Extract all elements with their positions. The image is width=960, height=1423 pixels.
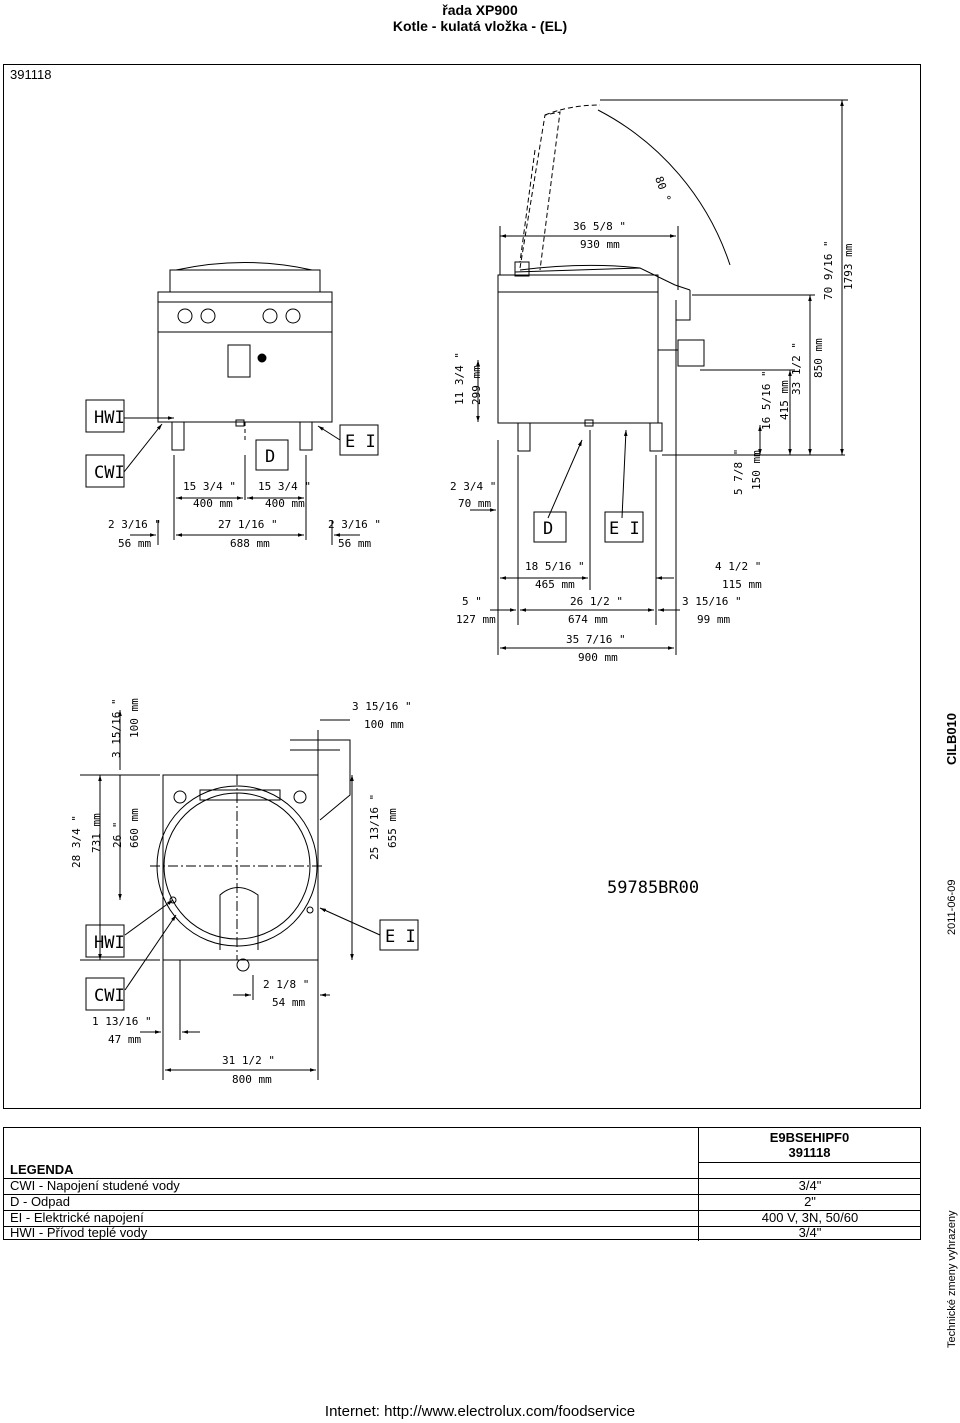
dim-side-w115-mm: 115 mm — [722, 578, 762, 591]
side-view — [470, 99, 848, 655]
legend-title: LEGENDA — [10, 1162, 74, 1177]
dim-front-d1-mm: 400 mm — [193, 497, 233, 510]
ei-box-side — [604, 511, 644, 543]
date-label: 2011-06-09 — [946, 879, 958, 935]
dim-top-h655-in: 25 13/16 " — [368, 794, 381, 860]
label-ei-front: E I — [345, 432, 376, 452]
dim-front-right-mm: 56 mm — [338, 537, 371, 550]
dim-side-w465-mm: 465 mm — [535, 578, 575, 591]
dim-side-w465-in: 18 5/16 " — [525, 560, 585, 573]
cwi-box-front — [85, 454, 125, 488]
dim-top-w800-mm: 800 mm — [232, 1073, 272, 1086]
dim-side-h299-in: 11 3/4 " — [453, 352, 466, 405]
dim-front-d2-mm: 400 mm — [265, 497, 305, 510]
legend-cwi-value: 3/4" — [698, 1178, 921, 1194]
dim-side-w127-in: 5 " — [462, 595, 482, 608]
ei-box-top — [379, 919, 419, 951]
legend-d-value: 2" — [698, 1194, 921, 1210]
dim-side-h1793-mm: 1793 mm — [842, 243, 855, 290]
top-view — [80, 710, 381, 1080]
hwi-box-top — [85, 924, 125, 958]
ei-box-front — [339, 424, 379, 456]
dim-top-w47-in: 1 13/16 " — [92, 1015, 152, 1028]
dim-side-w99-in: 3 15/16 " — [682, 595, 742, 608]
dim-side-h1793-in: 70 9/16 " — [822, 240, 835, 300]
label-hwi-top: HWI — [94, 933, 125, 953]
disclaimer: Technické zmeny vyhrazeny — [946, 1210, 958, 1348]
dim-top-w47-mm: 47 mm — [108, 1033, 141, 1046]
label-hwi-front: HWI — [94, 408, 125, 428]
dim-side-w900-mm: 900 mm — [578, 651, 618, 664]
dim-side-h850-mm: 850 mm — [812, 338, 825, 378]
dim-front-d1-in: 15 3/4 " — [183, 480, 236, 493]
dim-side-w674-in: 26 1/2 " — [570, 595, 623, 608]
dim-top-h731-mm: 731 mm — [90, 813, 103, 853]
label-d-side: D — [543, 519, 553, 539]
legend-d: D - Odpad — [10, 1194, 70, 1209]
dim-top-top100-in: 3 15/16 " — [352, 700, 412, 713]
drawing-frame — [3, 64, 921, 1109]
technical-drawing: HWI CWI D E I D E I HWI CWI E I 80 ° 597… — [70, 99, 855, 1086]
dim-front-d2-in: 15 3/4 " — [258, 480, 311, 493]
cilb-code: CILB010 — [944, 712, 959, 765]
angle-label: 80 ° — [652, 175, 673, 204]
dim-top-w54-mm: 54 mm — [272, 996, 305, 1009]
dim-front-mid-in: 27 1/16 " — [218, 518, 278, 531]
dim-side-w115-in: 4 1/2 " — [715, 560, 761, 573]
label-cwi-front: CWI — [94, 463, 125, 483]
dim-front-left-mm: 56 mm — [118, 537, 151, 550]
dim-side-top-mm: 930 mm — [580, 238, 620, 251]
dim-side-h150-mm: 150 mm — [750, 450, 763, 490]
model-number: 391118 — [788, 1145, 831, 1160]
legend-ei-value: 400 V, 3N, 50/60 — [698, 1210, 921, 1226]
dim-side-h850-in: 33 1/2 " — [790, 342, 803, 395]
dim-side-w99-mm: 99 mm — [697, 613, 730, 626]
legend-hwi-value: 3/4" — [698, 1225, 921, 1241]
legend-hwi: HWI - Přívod teplé vody — [10, 1225, 148, 1240]
hwi-box-front — [85, 399, 125, 433]
dim-side-h415-in: 16 5/16 " — [760, 370, 773, 430]
front-view — [123, 262, 360, 545]
cwi-box-top — [85, 977, 125, 1011]
dim-front-mid-mm: 688 mm — [230, 537, 270, 550]
dim-front-left-in: 2 3/16 " — [108, 518, 161, 531]
legend-cwi: CWI - Napojení studené vody — [10, 1178, 180, 1193]
dim-side-w70-in: 2 3/4 " — [450, 480, 496, 493]
dim-side-top-in: 36 5/8 " — [573, 220, 626, 233]
dim-top-h655-mm: 655 mm — [386, 808, 399, 848]
dim-side-w674-mm: 674 mm — [568, 613, 608, 626]
d-box-side — [533, 511, 567, 543]
label-d-front: D — [265, 447, 275, 467]
label-ei-side: E I — [609, 519, 640, 539]
dim-top-w800-in: 31 1/2 " — [222, 1054, 275, 1067]
part-number: 59785BR00 — [607, 878, 699, 898]
label-cwi-top: CWI — [94, 986, 125, 1006]
model-name: E9BSEHIPF0 — [769, 1130, 850, 1145]
product-title: Kotle - kulatá vložka - (EL) — [392, 18, 568, 34]
dim-top-side100-mm: 100 mm — [128, 698, 141, 738]
dim-front-right-in: 2 3/16 " — [328, 518, 381, 531]
dim-side-h415-mm: 415 mm — [778, 380, 791, 420]
dim-top-side100-in: 3 15/16 " — [110, 698, 123, 758]
series-title: řada XP900 — [442, 2, 518, 18]
dim-top-h731-in: 28 3/4 " — [70, 815, 83, 868]
footer-internet[interactable]: Internet: http://www.electrolux.com/food… — [324, 1403, 636, 1420]
dim-side-w70-mm: 70 mm — [458, 497, 491, 510]
legend-table: E9BSEHIPF0 391118 LEGENDA CWI - Napojení… — [3, 1127, 921, 1241]
dim-top-h660-in: 26 " — [111, 822, 124, 849]
d-box-front — [255, 439, 289, 471]
dim-side-w900-in: 35 7/16 " — [566, 633, 626, 646]
doc-number: 391118 — [10, 67, 52, 82]
dim-top-top100-mm: 100 mm — [364, 718, 404, 731]
legend-ei: EI - Elektrické napojení — [10, 1210, 144, 1225]
dim-side-h299-mm: 299 mm — [470, 365, 483, 405]
dim-top-h660-mm: 660 mm — [128, 808, 141, 848]
dim-top-w54-in: 2 1/8 " — [263, 978, 309, 991]
dim-side-w127-mm: 127 mm — [456, 613, 496, 626]
dim-side-h150-in: 5 7/8 " — [732, 449, 745, 495]
label-ei-top: E I — [385, 927, 416, 947]
